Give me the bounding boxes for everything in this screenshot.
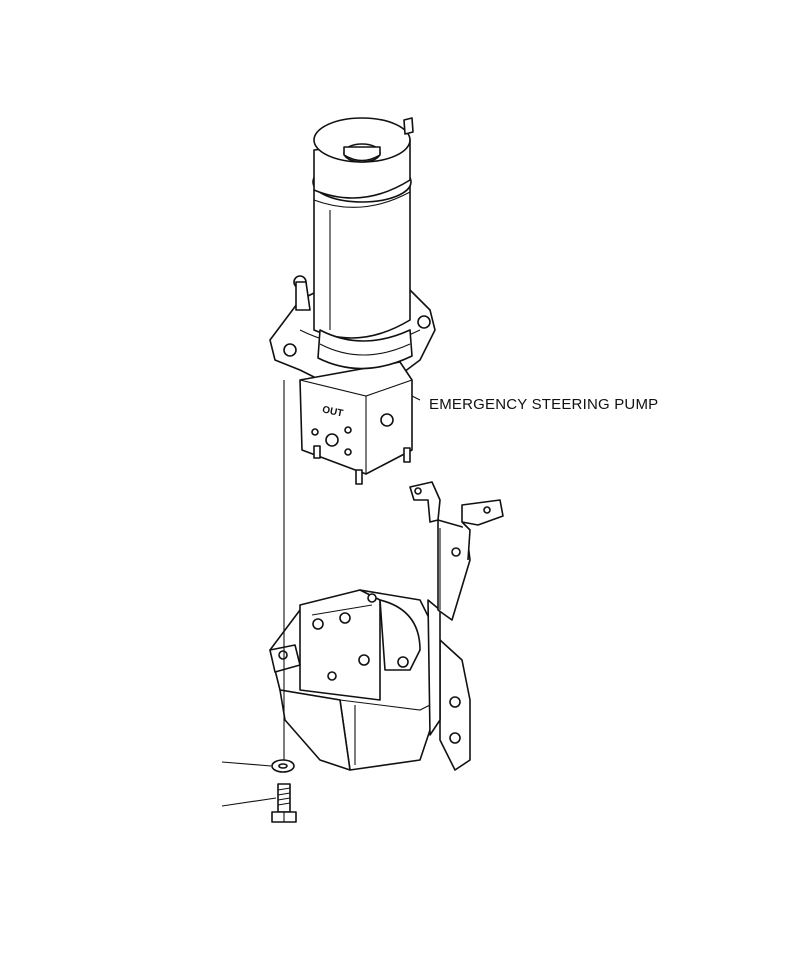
pump-label: EMERGENCY STEERING PUMP: [429, 396, 659, 413]
pump-motor: [312, 117, 414, 370]
label-leader-line: [411, 395, 421, 401]
bolt: [221, 783, 297, 823]
mounting-bracket: [269, 589, 441, 771]
washer: [221, 759, 295, 773]
port-marking: OUT: [321, 404, 344, 419]
harness-bracket: [409, 481, 504, 621]
side-plate: [427, 599, 471, 771]
